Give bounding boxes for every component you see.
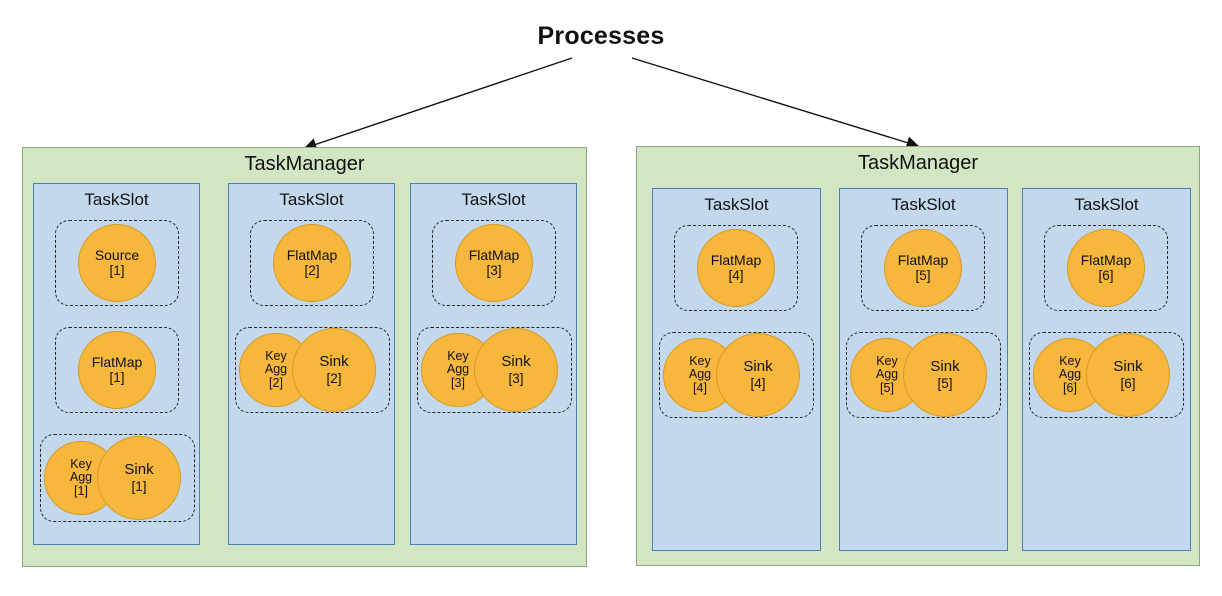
operator-chain-group	[432, 220, 556, 306]
operator-node[interactable]: Sink[3]	[474, 328, 558, 412]
operator-index: [3]	[451, 375, 465, 390]
operator-chain-group	[1029, 332, 1184, 418]
operator-node[interactable]: Sink[5]	[903, 333, 987, 417]
diagram-title: Processes	[537, 22, 665, 50]
task-slot-title: TaskSlot	[461, 190, 526, 209]
operator-index: [4]	[728, 268, 744, 284]
operator-chain-group	[55, 220, 179, 306]
operator-name: Sink	[501, 352, 531, 370]
operator-chain-group	[1044, 225, 1168, 311]
operator-index: [4]	[693, 380, 707, 395]
operator-node[interactable]: FlatMap[4]	[697, 229, 775, 307]
operator-index: [1]	[109, 263, 125, 279]
operator-index: [3]	[508, 370, 524, 386]
operator-index: [2]	[304, 263, 320, 279]
task-slot-title: TaskSlot	[704, 195, 769, 214]
operator-index: [1]	[109, 370, 125, 386]
operator-index: [6]	[1063, 380, 1077, 395]
operator-name: Key	[447, 349, 469, 364]
operator-index: [5]	[915, 268, 931, 284]
operator-node[interactable]: Sink[4]	[716, 333, 800, 417]
operator-name: FlatMap	[286, 246, 338, 263]
operator-index: [2]	[269, 375, 283, 390]
operator-index: [6]	[1098, 268, 1114, 284]
operator-name: FlatMap	[91, 353, 143, 370]
operator-chain-group	[40, 434, 195, 522]
operator-name: Key	[1059, 354, 1081, 369]
operator-node[interactable]: Sink[1]	[97, 436, 181, 520]
operator-index: [4]	[750, 375, 766, 391]
operator-name: Sink	[930, 357, 960, 375]
arrow-to-taskmanager-1	[303, 57, 573, 151]
operator-name: Sink	[124, 460, 154, 478]
operator-name: Sink	[1113, 357, 1143, 375]
operator-name: FlatMap	[468, 246, 520, 263]
operator-name: Agg	[688, 367, 712, 382]
operator-name: Key	[689, 354, 711, 369]
task-slot-title: TaskSlot	[1074, 195, 1139, 214]
operator-name: Key	[876, 354, 898, 369]
operator-node[interactable]: FlatMap[3]	[455, 224, 533, 302]
operator-index: [5]	[937, 375, 953, 391]
operator-chain-group	[861, 225, 985, 311]
operator-name: Key	[70, 457, 92, 472]
operator-name: FlatMap	[1080, 251, 1132, 268]
operator-node[interactable]: Sink[2]	[292, 328, 376, 412]
operator-chain-group	[674, 225, 798, 311]
operator-chain-group	[846, 332, 1001, 418]
operator-chain-group	[250, 220, 374, 306]
operator-index: [1]	[131, 478, 147, 494]
operator-node[interactable]: Source[1]	[78, 224, 156, 302]
operator-name: Agg	[875, 367, 899, 382]
operator-name: Agg	[69, 470, 93, 485]
operator-name: Agg	[446, 362, 470, 377]
operator-name: Sink	[743, 357, 773, 375]
operator-index: [3]	[486, 263, 502, 279]
operator-index: [5]	[880, 380, 894, 395]
operator-chain-group	[417, 327, 572, 413]
operator-name: FlatMap	[897, 251, 949, 268]
operator-chain-group	[659, 332, 814, 418]
task-manager-title: TaskManager	[857, 152, 979, 174]
task-slot-title: TaskSlot	[279, 190, 344, 209]
operator-name: Sink	[319, 352, 349, 370]
operator-index: [1]	[74, 483, 88, 498]
task-manager-title: TaskManager	[244, 153, 365, 175]
arrow-to-taskmanager-2	[631, 57, 920, 149]
operator-node[interactable]: FlatMap[1]	[78, 331, 156, 409]
operator-name: Source	[94, 246, 140, 263]
operator-index: [6]	[1120, 375, 1136, 391]
operator-name: Agg	[264, 362, 288, 377]
operator-node[interactable]: FlatMap[6]	[1067, 229, 1145, 307]
operator-chain-group	[235, 327, 390, 413]
operator-name: Key	[265, 349, 287, 364]
task-slot-title: TaskSlot	[84, 190, 149, 209]
operator-name: FlatMap	[710, 251, 762, 268]
operator-chain-group	[55, 327, 179, 413]
operator-index: [2]	[326, 370, 342, 386]
operator-node[interactable]: FlatMap[5]	[884, 229, 962, 307]
operator-node[interactable]: FlatMap[2]	[273, 224, 351, 302]
task-slot-title: TaskSlot	[891, 195, 956, 214]
operator-name: Agg	[1058, 367, 1082, 382]
operator-node[interactable]: Sink[6]	[1086, 333, 1170, 417]
